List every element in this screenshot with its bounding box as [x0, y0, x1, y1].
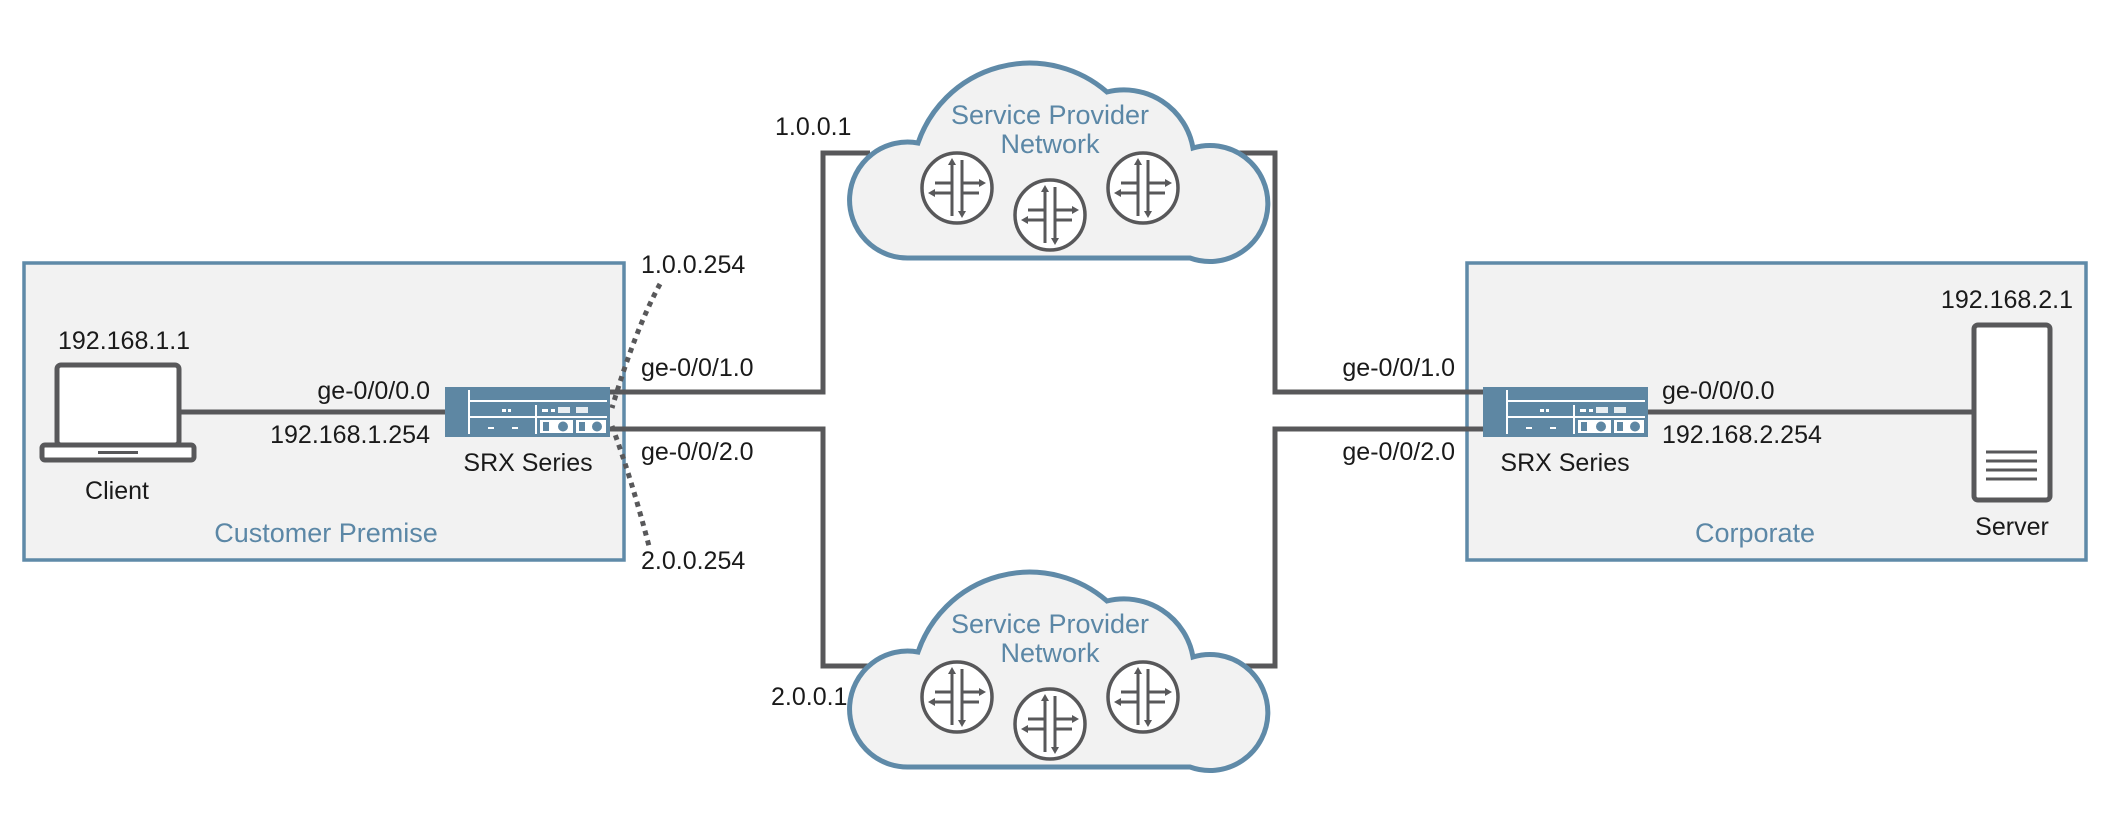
srx-left-lan-interface: ge-0/0/0.0	[317, 377, 430, 405]
srx-left-label: SRX Series	[463, 449, 592, 477]
cloud-label-line2: Network	[1000, 129, 1100, 159]
srx-left-wan2-interface: ge-0/0/2.0	[641, 438, 754, 466]
srx-right-lan-interface: ge-0/0/0.0	[1662, 377, 1775, 405]
wan1-ip: 1.0.0.254	[641, 251, 745, 279]
srx-right-wan2-interface: ge-0/0/2.0	[1342, 438, 1455, 466]
srx-right-lan-ip: 192.168.2.254	[1662, 421, 1822, 449]
router-icon	[1106, 660, 1180, 734]
wan1-link-right	[1230, 150, 1483, 395]
wan1-link-left	[610, 150, 870, 395]
firewall-icon	[444, 386, 611, 438]
server-icon	[1971, 322, 2053, 503]
client-label: Client	[85, 477, 149, 505]
wan1-ip-leader	[609, 282, 663, 409]
corporate-zone-label: Corporate	[1695, 518, 1815, 548]
srx-right-wan1-interface: ge-0/0/1.0	[1342, 354, 1455, 382]
wan2-link-right	[1230, 426, 1483, 669]
gateway-ip-1: 1.0.0.1	[775, 113, 851, 141]
provider-network-cloud-2: Service Provider Network	[850, 572, 1268, 770]
wan2-link-left	[610, 426, 870, 669]
server-ip: 192.168.2.1	[1941, 286, 2073, 314]
client-ip: 192.168.1.1	[58, 327, 190, 355]
laptop-icon	[39, 362, 197, 463]
cloud-label-line2: Network	[1000, 638, 1100, 668]
wan2-ip-leader	[609, 425, 653, 551]
firewall-icon	[1482, 386, 1649, 438]
provider-network-cloud-1: Service Provider Network	[850, 63, 1268, 261]
cloud-label-line1: Service Provider	[951, 100, 1149, 130]
router-icon	[920, 660, 994, 734]
router-icon	[1013, 178, 1087, 252]
srx-left-lan-ip: 192.168.1.254	[270, 421, 430, 449]
srx-right-label: SRX Series	[1500, 449, 1629, 477]
gateway-ip-2: 2.0.0.1	[771, 683, 847, 711]
router-icon	[1106, 151, 1180, 225]
srx-left-wan1-interface: ge-0/0/1.0	[641, 354, 754, 382]
router-icon	[920, 151, 994, 225]
cloud-label-line1: Service Provider	[951, 609, 1149, 639]
router-icon	[1013, 687, 1087, 761]
wan2-ip: 2.0.0.254	[641, 547, 745, 575]
server-label: Server	[1975, 513, 2049, 541]
customer-premise-zone-label: Customer Premise	[214, 518, 438, 548]
